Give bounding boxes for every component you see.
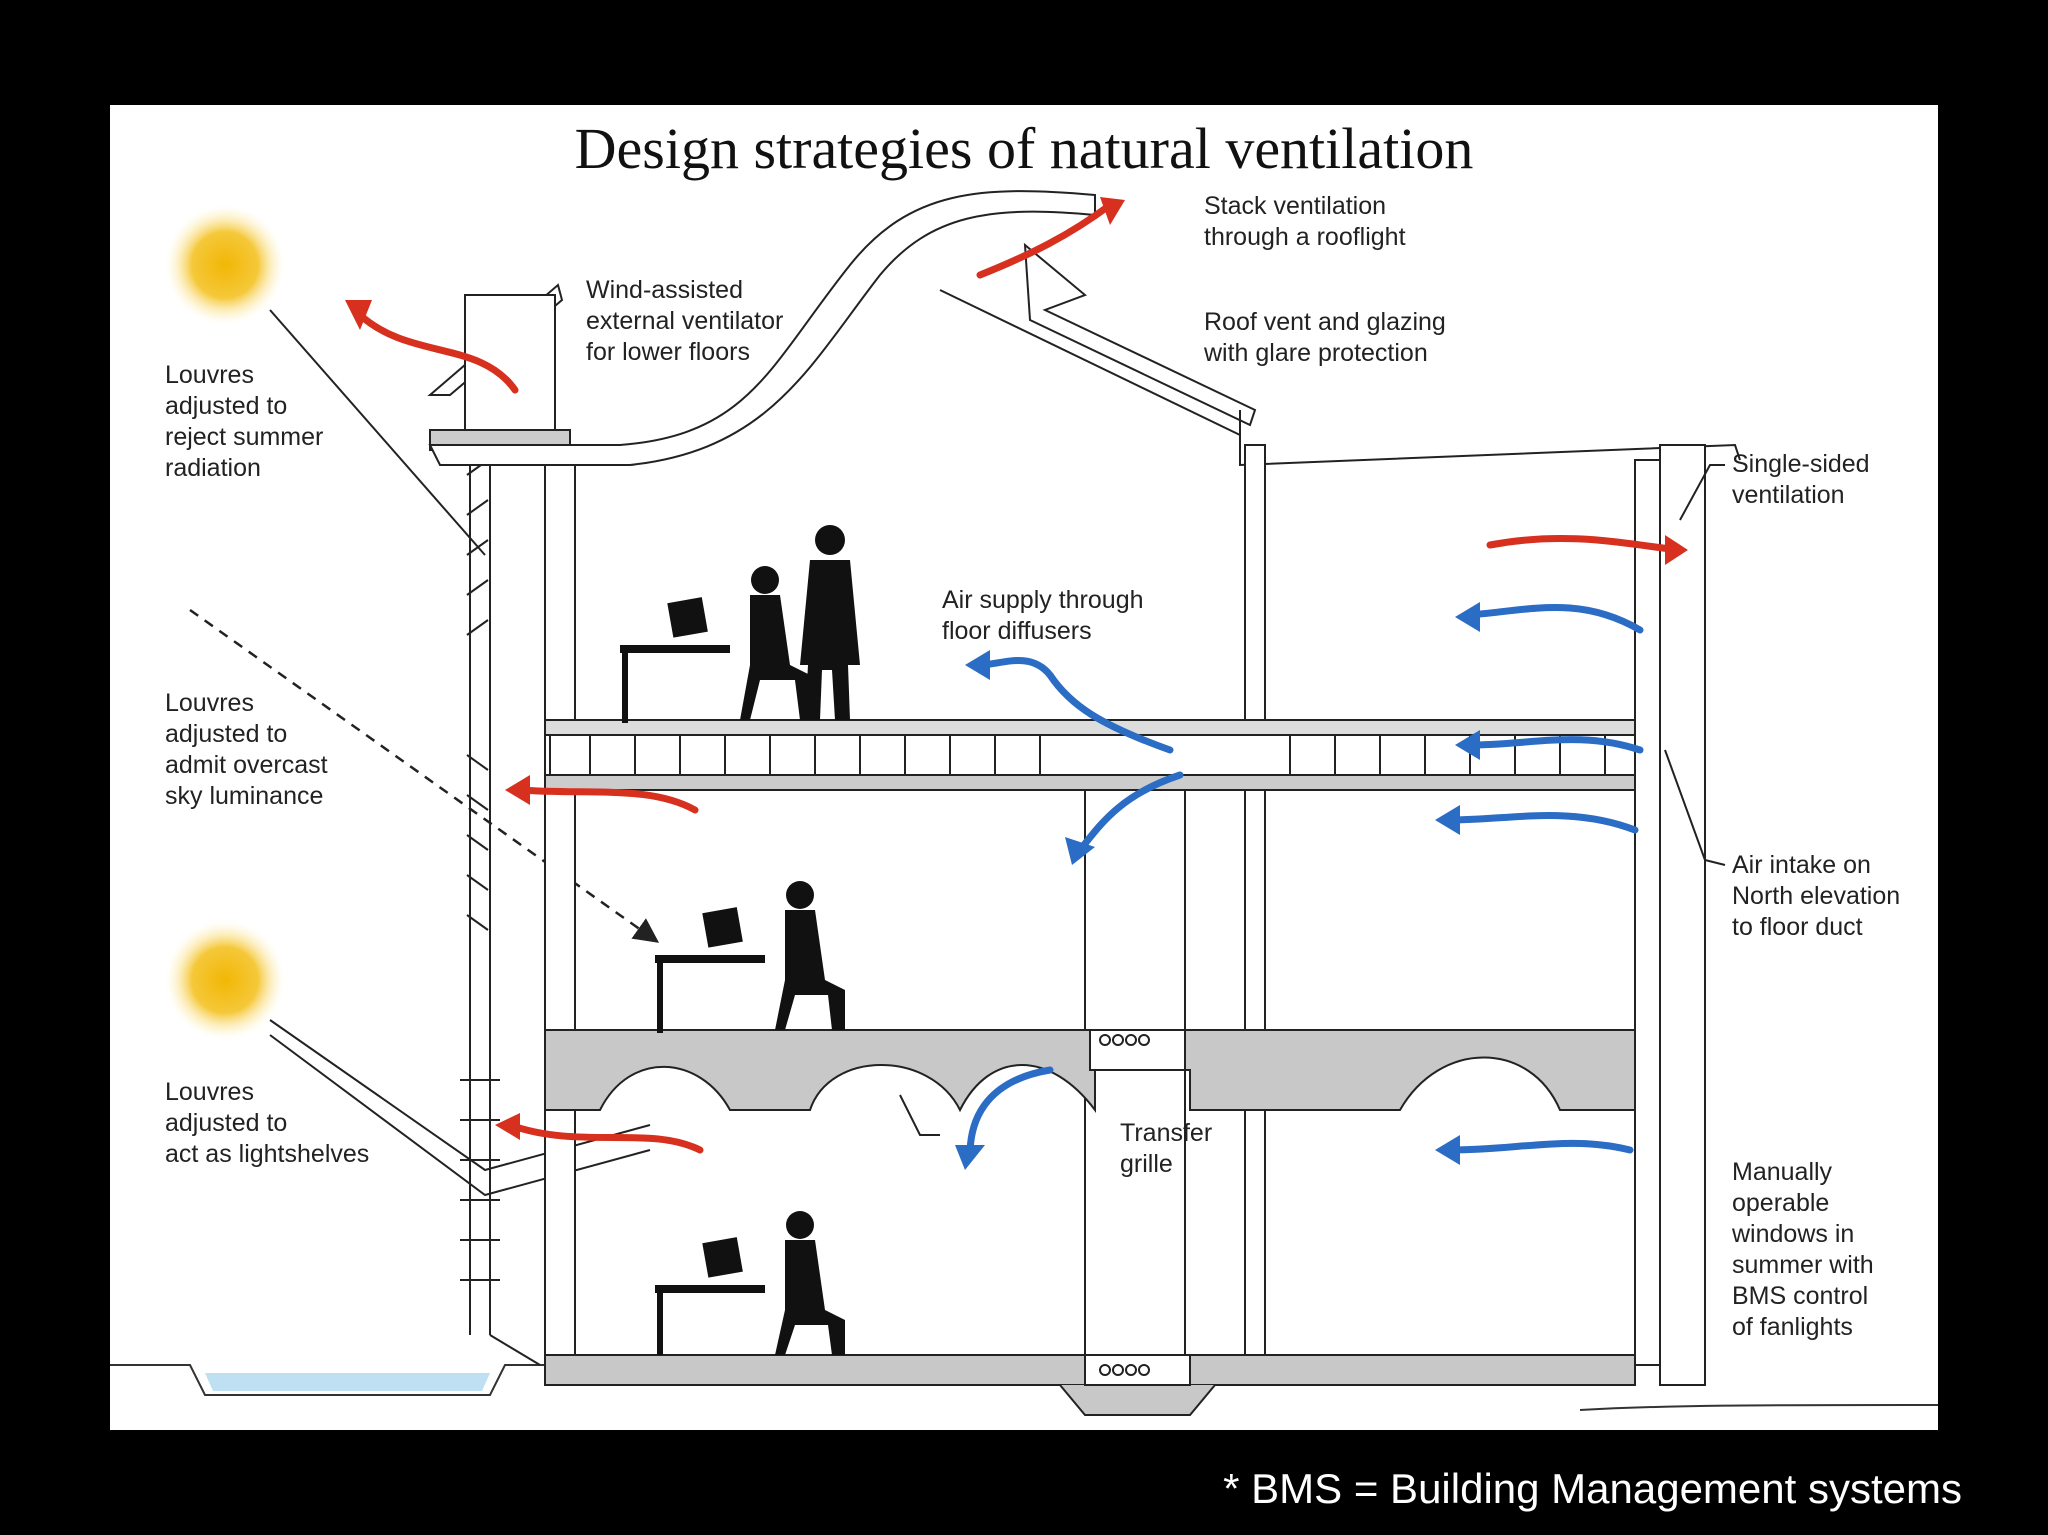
diffuse-sky-ray <box>189 608 660 943</box>
label-stack-ventilation: Stack ventilation through a rooflight <box>1204 192 1406 251</box>
label-louvres-summer: Louvres adjusted to reject summer radiat… <box>165 361 324 482</box>
building-section-drawing <box>110 190 1938 1416</box>
label-transfer-grille: Transfer grille <box>1120 1119 1213 1178</box>
warm-air-arrowhead <box>345 197 1688 1140</box>
label-floor-diffusers: Air supply through floor diffusers <box>942 586 1144 645</box>
rooflight <box>1023 242 1257 427</box>
cool-air-arrow <box>966 604 1644 1159</box>
roof-ridge <box>1239 410 1741 467</box>
label-manual-windows: Manually operable windows in summer with… <box>1732 1158 1874 1341</box>
label-louvres-overcast: Louvres adjusted to admit overcast sky l… <box>165 689 328 810</box>
label-single-sided: Single-sided ventilation <box>1732 450 1870 509</box>
office-worker-silhouette <box>620 525 860 723</box>
services-box <box>1084 1029 1191 1386</box>
sun-icon <box>165 205 285 325</box>
footnote: * BMS = Building Management systems <box>1223 1465 1962 1512</box>
water-pool <box>205 1373 490 1391</box>
curved-roof <box>428 190 1096 466</box>
label-roof-vent: Roof vent and glazing with glare protect… <box>1204 308 1446 367</box>
warm-air-arrow <box>356 201 1684 1154</box>
ground-line <box>110 1364 570 1396</box>
diagram-panel: Design strategies of natural ventilation… <box>110 105 1938 1430</box>
label-wind-ventilator: Wind-assisted external ventilator for lo… <box>586 276 784 366</box>
label-air-intake: Air intake on North elevation to floor d… <box>1732 851 1901 941</box>
ground-line <box>1579 1404 1938 1411</box>
leader-line <box>899 464 1726 1136</box>
office-worker-silhouette <box>655 881 845 1033</box>
sun-icon <box>165 920 285 1040</box>
diagram-title: Design strategies of natural ventilation <box>574 116 1474 181</box>
sun-ray <box>269 309 486 556</box>
cool-air-arrowhead <box>955 602 1480 1170</box>
office-worker-silhouette <box>655 1211 845 1355</box>
label-louvres-lightshelves: Louvres adjusted to act as lightshelves <box>165 1078 370 1168</box>
louvre-facade <box>427 283 571 1366</box>
